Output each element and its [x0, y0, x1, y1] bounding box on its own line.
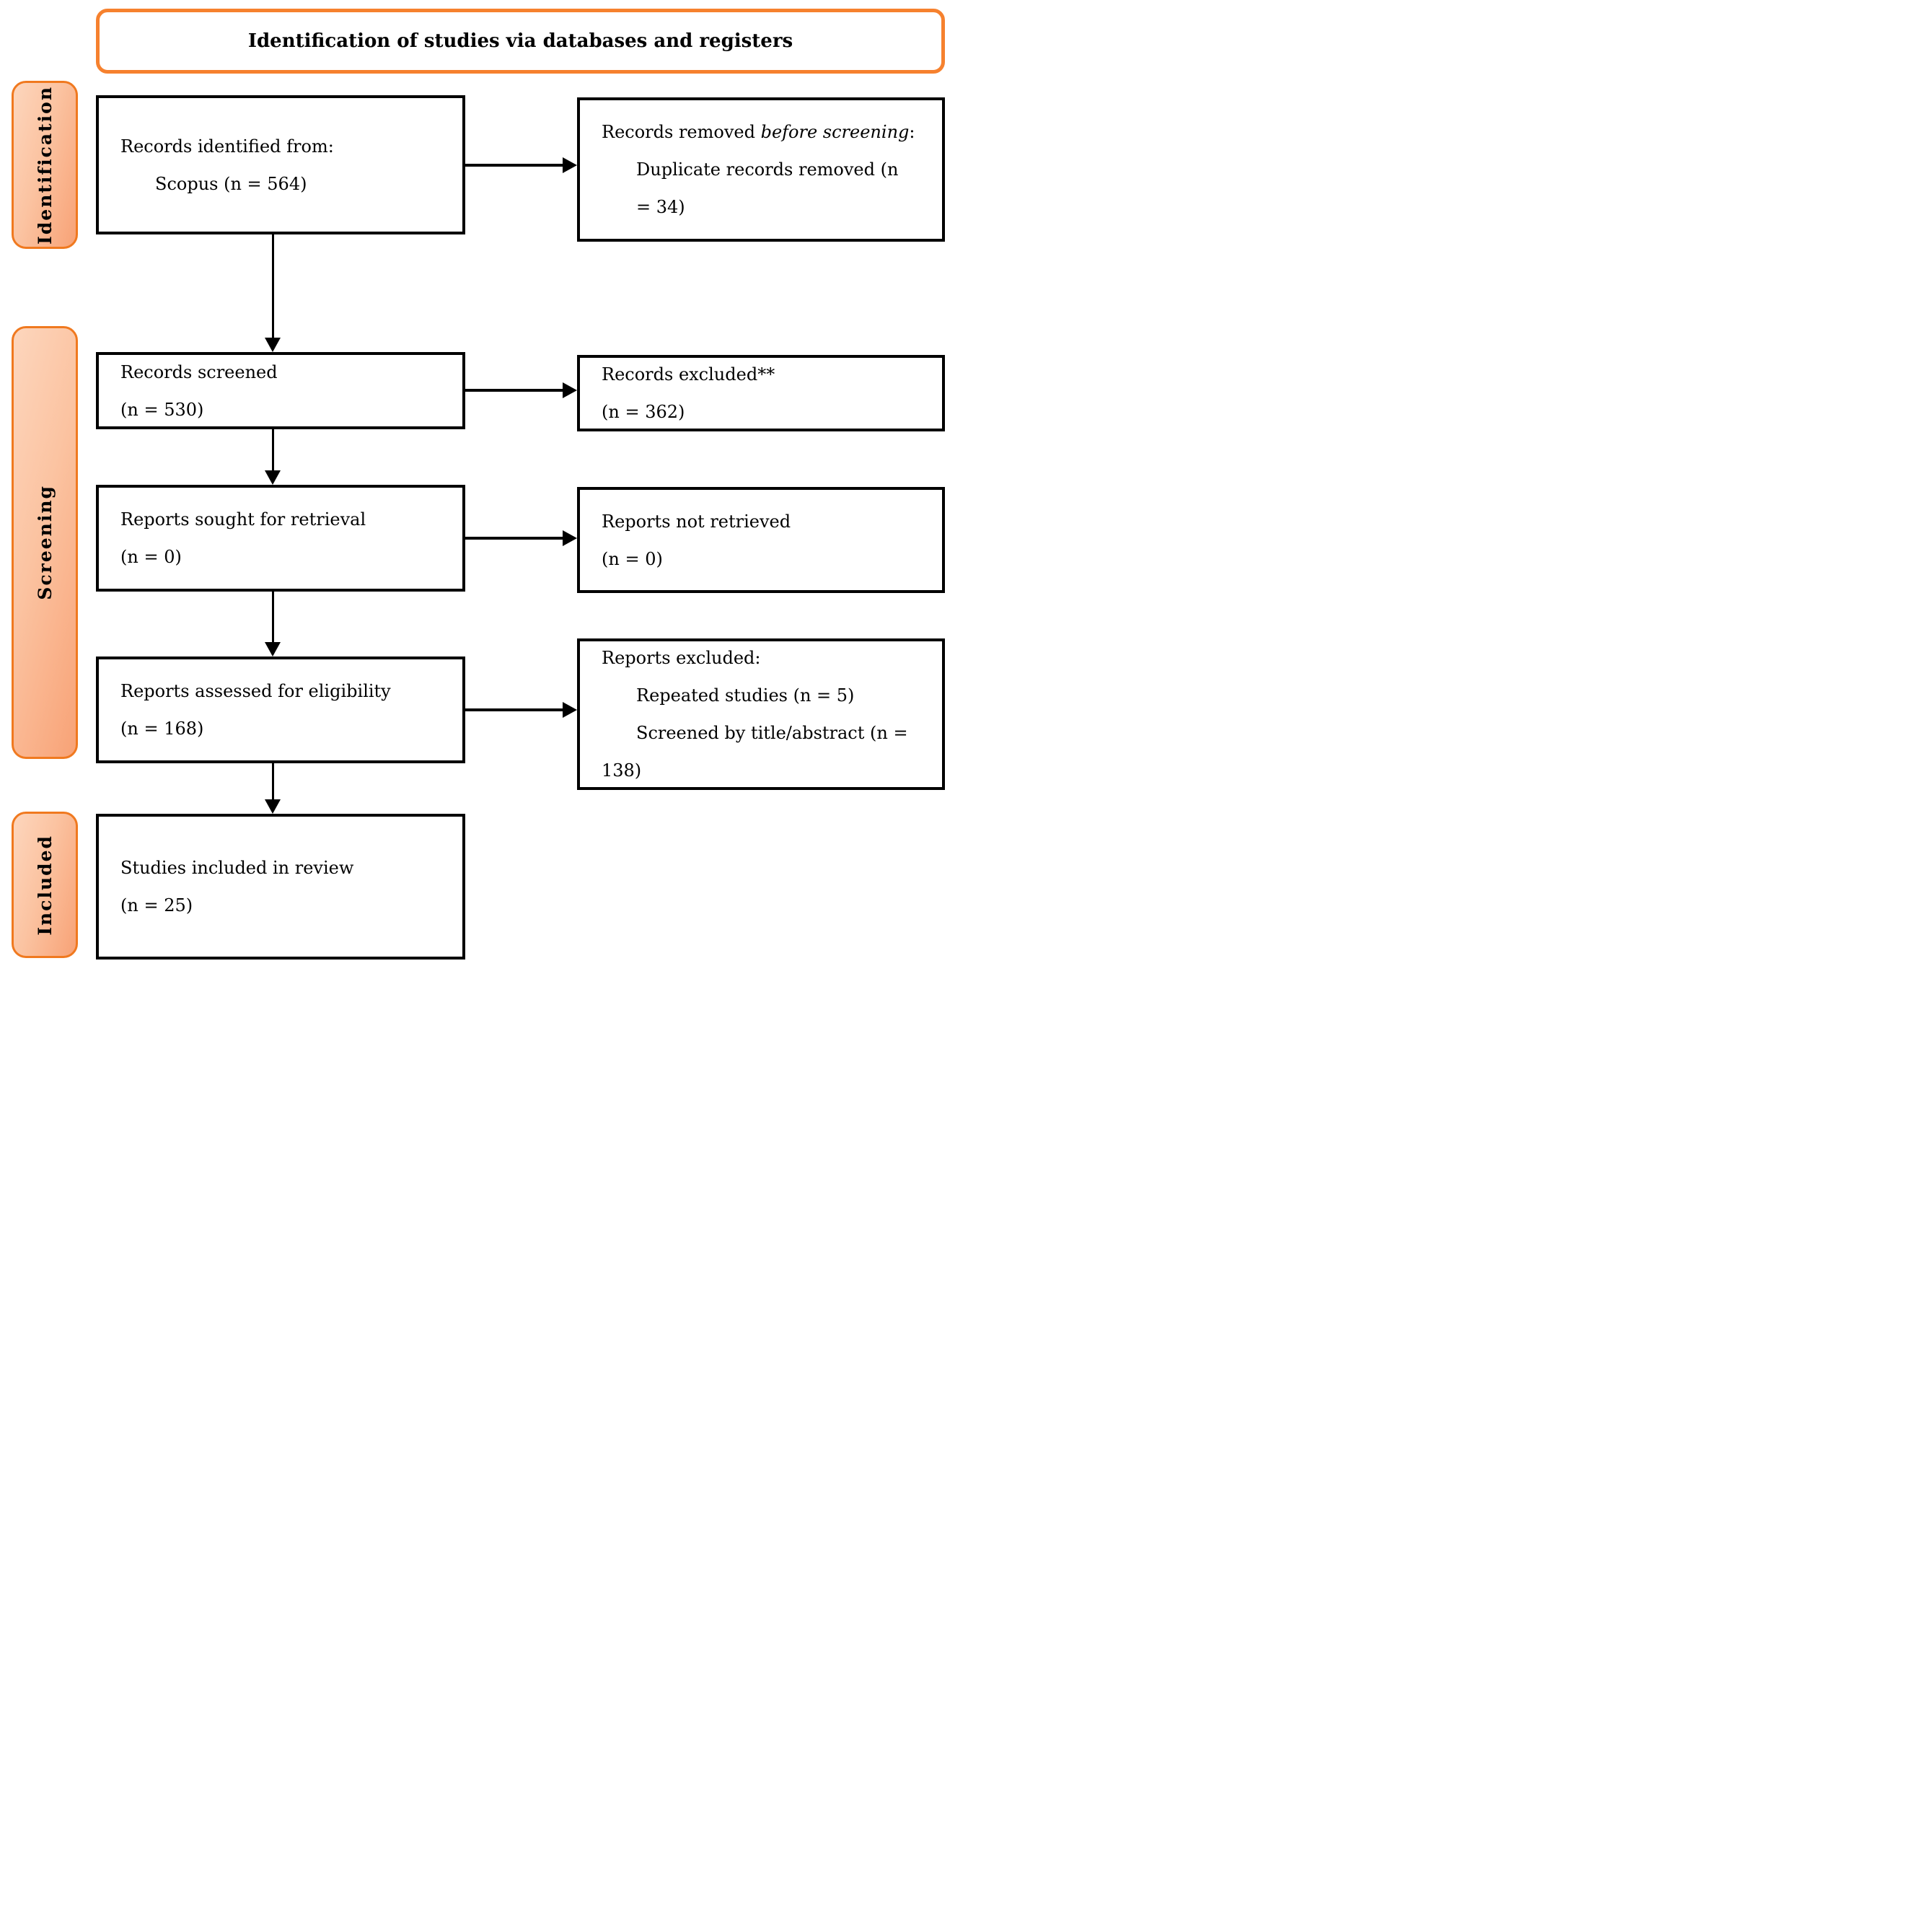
- stage-pill-identification: Identification: [12, 81, 78, 249]
- text-segment: :: [909, 122, 915, 142]
- box-line: = 34): [636, 197, 685, 217]
- box-reports-not-retrieved: Reports not retrieved (n = 0): [577, 487, 945, 593]
- stage-label-identification: Identification: [34, 85, 56, 245]
- box-reports-sought: Reports sought for retrieval (n = 0): [96, 485, 465, 592]
- stage-pill-included: Included: [12, 812, 78, 958]
- connector-assessed-to-included: [272, 763, 274, 801]
- box-line: Reports not retrieved: [602, 511, 791, 532]
- box-line: (n = 25): [120, 895, 193, 915]
- box-reports-excluded: Reports excluded: Repeated studies (n = …: [577, 638, 945, 790]
- connector-sought-to-not-retrieved: [465, 537, 564, 540]
- stage-label-included: Included: [34, 834, 56, 936]
- diagram-title-banner: Identification of studies via databases …: [96, 9, 945, 74]
- box-line: (n = 0): [120, 547, 182, 567]
- box-line: Studies included in review: [120, 858, 354, 878]
- box-records-removed: Records removed before screening: Duplic…: [577, 97, 945, 242]
- connector-sought-to-assessed: [272, 592, 274, 644]
- box-line: Records screened: [120, 361, 278, 382]
- arrow-down-icon: [265, 642, 281, 657]
- arrow-right-icon: [563, 702, 577, 718]
- box-line: Screened by title/abstract (n =: [636, 723, 908, 743]
- diagram-title: Identification of studies via databases …: [247, 30, 793, 52]
- arrow-down-icon: [265, 799, 281, 814]
- box-line: 138): [602, 760, 642, 781]
- connector-screened-to-excluded: [465, 389, 564, 392]
- arrow-right-icon: [563, 382, 577, 398]
- box-studies-included: Studies included in review (n = 25): [96, 814, 465, 960]
- box-line: (n = 168): [120, 719, 204, 739]
- box-line: Reports excluded:: [602, 648, 761, 668]
- prisma-flow-diagram: Identification of studies via databases …: [0, 0, 952, 966]
- box-line: Duplicate records removed (n: [636, 159, 899, 180]
- box-records-screened: Records screened (n = 530): [96, 352, 465, 429]
- connector-identified-to-screened: [272, 234, 274, 339]
- box-line: Records excluded**: [602, 364, 775, 385]
- box-line: Records removed before screening:: [602, 113, 932, 151]
- stage-label-screening: Screening: [34, 485, 56, 600]
- box-line: Reports sought for retrieval: [120, 509, 366, 530]
- box-line: Scopus (n = 564): [155, 173, 307, 194]
- box-records-identified: Records identified from: Scopus (n = 564…: [96, 95, 465, 234]
- text-segment: Records removed: [602, 122, 761, 142]
- box-line: (n = 362): [602, 402, 685, 422]
- connector-assessed-to-reports-excluded: [465, 708, 564, 711]
- box-line: Records identified from:: [120, 136, 334, 157]
- box-line: (n = 0): [602, 548, 663, 569]
- box-line: Repeated studies (n = 5): [636, 685, 855, 706]
- box-records-excluded: Records excluded** (n = 362): [577, 355, 945, 431]
- box-line: (n = 530): [120, 399, 204, 420]
- arrow-right-icon: [563, 157, 577, 173]
- arrow-right-icon: [563, 530, 577, 546]
- box-line: Reports assessed for eligibility: [120, 681, 391, 701]
- connector-screened-to-sought: [272, 429, 274, 472]
- connector-identified-to-removed: [465, 164, 564, 167]
- stage-pill-screening: Screening: [12, 326, 78, 759]
- text-segment-italic: before screening: [760, 122, 910, 142]
- box-reports-assessed: Reports assessed for eligibility (n = 16…: [96, 657, 465, 763]
- arrow-down-icon: [265, 470, 281, 485]
- arrow-down-icon: [265, 338, 281, 352]
